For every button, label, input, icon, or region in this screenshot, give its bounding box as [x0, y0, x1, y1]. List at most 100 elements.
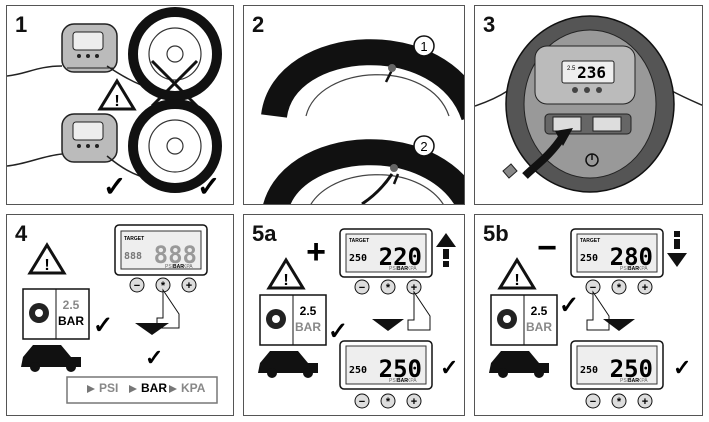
svg-text:!: !	[44, 257, 49, 274]
svg-text:2.5: 2.5	[531, 304, 548, 318]
svg-text:BAR: BAR	[397, 266, 408, 272]
svg-text:+: +	[642, 396, 648, 408]
finger-press-icon	[586, 290, 610, 331]
control-buttons: − * +	[585, 279, 653, 295]
svg-text:BAR: BAR	[173, 264, 184, 270]
plus-icon: +	[306, 233, 326, 271]
display-panel: TARGET 250 280 PSI BAR KPA	[570, 228, 664, 278]
compressor-icon	[61, 113, 118, 163]
tire-icon	[261, 39, 464, 121]
svg-text:−: −	[359, 282, 365, 294]
svg-text:250: 250	[610, 355, 653, 383]
svg-text:2.5: 2.5	[63, 298, 80, 312]
car-icon	[489, 351, 549, 373]
step-5b-illustration: − TARGET 250 280 PSI BAR KPA !	[489, 228, 691, 409]
svg-text:1: 1	[420, 39, 427, 54]
svg-text:250: 250	[580, 365, 598, 376]
minus-icon: −	[537, 229, 557, 267]
svg-text:−: −	[359, 396, 365, 408]
svg-text:236: 236	[577, 63, 606, 82]
step-number: 5a	[252, 221, 277, 246]
panel-5a: 5a + TARGET 250 220 PSI BAR KPA !	[243, 214, 465, 416]
svg-text:+: +	[642, 282, 648, 294]
panel-1: 1	[6, 5, 234, 205]
check-icon: ✓	[673, 355, 691, 380]
svg-text:KPA: KPA	[407, 266, 417, 272]
car-icon	[21, 345, 81, 367]
svg-text:TARGET: TARGET	[349, 238, 369, 244]
manual-icon: 2.5 BAR	[22, 288, 90, 340]
callout-1-icon: 1	[413, 35, 435, 57]
display-panel: TARGET 250 220 PSI BAR KPA	[339, 228, 433, 278]
svg-text:!: !	[514, 272, 519, 289]
step-number: 2	[252, 12, 265, 37]
tire-icon	[128, 7, 222, 101]
compressor-icon	[61, 23, 118, 73]
tire-icon	[128, 99, 222, 193]
panel-4: 4 ! TARGET 888 888 PSI BAR KPA − *	[6, 214, 234, 416]
callout-2-icon: 2	[413, 135, 435, 157]
svg-text:+: +	[411, 282, 417, 294]
step-number: 3	[483, 12, 496, 37]
svg-text:BAR: BAR	[628, 378, 639, 384]
manual-icon: 2.5 BAR	[259, 294, 327, 346]
svg-text:*: *	[386, 396, 391, 408]
display-panel: TARGET 888 888 PSI BAR KPA	[114, 224, 208, 276]
step-3-illustration: 2.5 236	[475, 15, 702, 193]
unit-cycle: PSI BAR KPA	[66, 376, 218, 404]
svg-text:220: 220	[379, 243, 422, 271]
svg-text:KPA: KPA	[638, 266, 648, 272]
check-icon: ✓	[145, 345, 163, 370]
check-icon: ✓	[328, 318, 348, 345]
svg-text:*: *	[617, 282, 622, 294]
down-arrow-icon	[135, 323, 169, 335]
arrow-icon	[522, 128, 573, 179]
svg-text:−: −	[590, 396, 596, 408]
finger-press-icon	[407, 290, 431, 331]
svg-text:BAR: BAR	[295, 320, 321, 334]
down-arrow-icon	[667, 231, 687, 267]
down-arrow-icon	[372, 319, 404, 331]
check-icon: ✓	[103, 171, 126, 202]
svg-text:PSI: PSI	[389, 266, 397, 272]
svg-text:!: !	[283, 272, 288, 289]
check-icon: ✓	[440, 355, 458, 380]
finger-press-icon	[156, 288, 180, 329]
svg-text:2.5: 2.5	[567, 66, 576, 72]
svg-text:BAR: BAR	[141, 381, 167, 395]
svg-text:KPA: KPA	[181, 381, 206, 395]
svg-text:+: +	[411, 396, 417, 408]
panel-5b: 5b − TARGET 250 280 PSI BAR KPA !	[474, 214, 703, 416]
car-icon	[258, 351, 318, 373]
svg-text:280: 280	[610, 243, 653, 271]
svg-text:+: +	[186, 280, 192, 292]
svg-text:PSI: PSI	[99, 381, 118, 395]
panel-3: 3 2.5 236	[474, 5, 703, 205]
svg-text:−: −	[590, 282, 596, 294]
down-arrow-icon	[603, 319, 635, 331]
svg-text:TARGET: TARGET	[580, 238, 600, 244]
check-icon: ✓	[93, 312, 113, 339]
svg-text:2.5: 2.5	[300, 304, 317, 318]
warning-icon: !	[497, 257, 537, 290]
svg-text:BAR: BAR	[397, 378, 408, 384]
svg-text:KPA: KPA	[183, 264, 193, 270]
svg-text:250: 250	[349, 253, 367, 264]
svg-text:KPA: KPA	[407, 378, 417, 384]
display-panel: 250 250 PSI BAR KPA	[339, 340, 433, 390]
svg-text:888: 888	[154, 241, 197, 269]
svg-text:−: −	[134, 280, 140, 292]
svg-text:PSI: PSI	[620, 266, 628, 272]
step-5a-illustration: + TARGET 250 220 PSI BAR KPA !	[258, 228, 458, 409]
control-buttons: − * +	[585, 393, 653, 409]
step-4-illustration: ! TARGET 888 888 PSI BAR KPA − * +	[21, 224, 218, 404]
panel-2: 2 1 2	[243, 5, 465, 205]
svg-text:KPA: KPA	[638, 378, 648, 384]
svg-text:BAR: BAR	[526, 320, 552, 334]
svg-text:*: *	[161, 280, 166, 292]
manual-icon: 2.5 BAR	[490, 294, 558, 346]
svg-text:PSI: PSI	[620, 378, 628, 384]
control-buttons: − * +	[129, 277, 197, 293]
svg-text:TARGET: TARGET	[124, 236, 144, 242]
